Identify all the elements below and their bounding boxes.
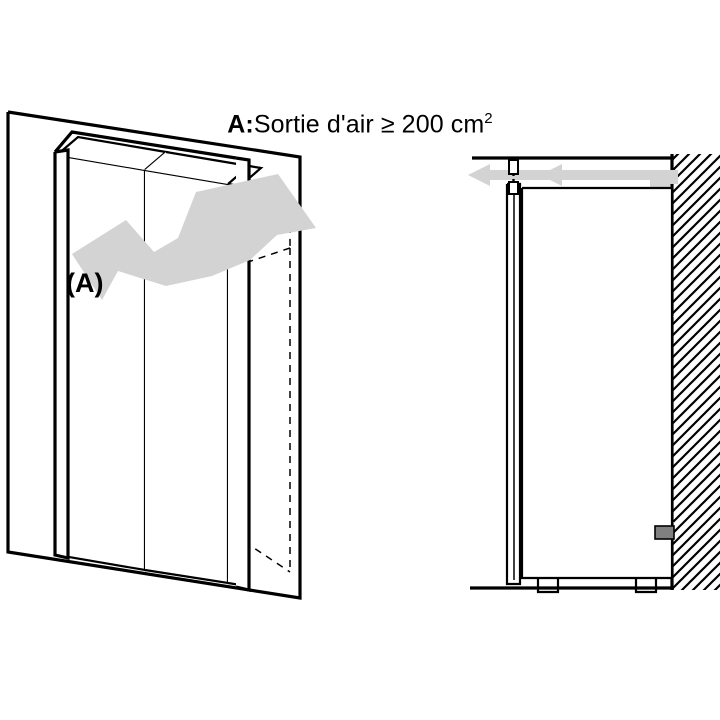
appliance-foot-front bbox=[536, 578, 560, 594]
rear-vent-block bbox=[654, 525, 675, 540]
cabinet-top-face-right bbox=[145, 152, 249, 184]
caption-key: A: bbox=[227, 110, 254, 139]
appliance-body bbox=[522, 188, 672, 578]
niche-front-post bbox=[55, 150, 68, 558]
niche-back-panel-outline bbox=[6, 110, 302, 600]
cabinet-top-face-left bbox=[57, 137, 166, 170]
vent-gap-marker-top bbox=[508, 159, 519, 175]
figure-caption: A:Sortie d'air ≥ 200 cm2 bbox=[0, 104, 720, 139]
niche-front-post-outline bbox=[53, 148, 70, 561]
side-section-view bbox=[468, 154, 720, 594]
isometric-cabinet-view: (A) bbox=[6, 110, 316, 600]
niche-right-jamb bbox=[236, 158, 249, 590]
appliance-foot-rear bbox=[634, 578, 658, 594]
airflow-top-arrow bbox=[72, 174, 316, 300]
callout-label-a: (A) bbox=[66, 268, 103, 298]
niche-right-jamb-outline bbox=[235, 156, 251, 593]
caption-superscript: 2 bbox=[484, 110, 493, 127]
airflow-corner-top bbox=[650, 170, 678, 184]
niche-lintel-outline bbox=[53, 130, 237, 160]
airflow-top-arrow-outer bbox=[540, 164, 665, 186]
caption-text: Sortie d'air ≥ 200 cm bbox=[253, 110, 485, 139]
vent-gap-marker-bottom bbox=[508, 181, 519, 195]
wall-hatching bbox=[672, 154, 720, 590]
appliance-body-outline bbox=[520, 186, 674, 580]
cabinet-left-face bbox=[57, 155, 145, 570]
